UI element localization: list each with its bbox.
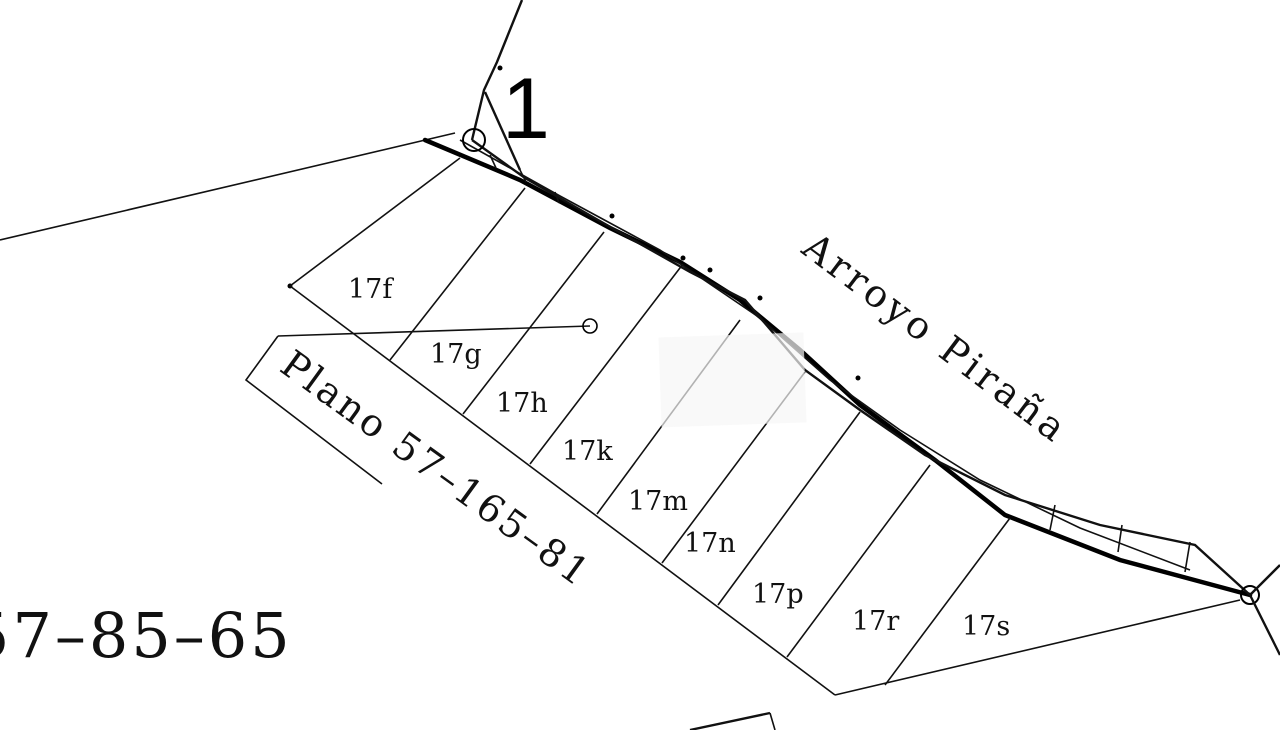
- lot-label-17h: 17h: [496, 388, 548, 419]
- lot-label-17g: 17g: [430, 339, 482, 370]
- lot-front-line: [289, 285, 836, 696]
- stream-hatch-ticks: [489, 154, 1251, 596]
- reference-point: [582, 318, 598, 334]
- plano-label-frame: [244, 335, 383, 485]
- lot-label-17s: 17s: [962, 611, 1010, 642]
- vertex-marker-1: [462, 128, 486, 152]
- vertex-label: 1: [502, 61, 550, 157]
- lot-label-17k: 17k: [562, 436, 613, 467]
- boundary-north-branch: [483, 91, 522, 171]
- boundary-east-line-b: [1248, 594, 1280, 656]
- vertex-marker-east: [1240, 585, 1260, 605]
- stream-name-label: Arroyo Piraña: [794, 223, 1077, 452]
- boundary-north-line: [470, 0, 524, 141]
- lot-division-lines: [389, 187, 1011, 686]
- boundary-south-line: [689, 711, 771, 730]
- lot-label-17f: 17f: [348, 274, 394, 305]
- lot-label-17n: 17n: [684, 528, 736, 559]
- lot-17f-west-line: [289, 157, 461, 287]
- faded-area: [658, 332, 807, 428]
- plano-reference-label: Plano 57–165–81: [273, 342, 600, 596]
- boundary-south-tick: [769, 712, 776, 730]
- lot-label-17r: 17r: [852, 606, 899, 637]
- boundary-east-line-a: [1249, 564, 1280, 596]
- stream-hatch-guide: [459, 139, 1191, 571]
- boundary-west-line: [0, 132, 456, 241]
- lot-label-17p: 17p: [752, 579, 804, 610]
- lot-south-boundary: [834, 599, 1241, 696]
- stream-edge-line: [471, 139, 1251, 596]
- reference-line: [277, 325, 591, 337]
- lot-label-17m: 17m: [628, 486, 688, 517]
- left-reference-label: 57–85–65: [0, 599, 293, 672]
- survey-points: [287, 65, 861, 381]
